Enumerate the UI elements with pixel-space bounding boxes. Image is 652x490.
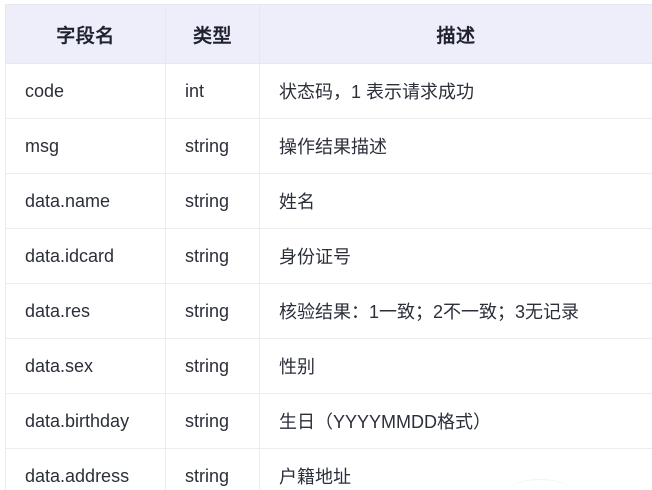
cell-field-type: string [165,393,260,449]
cell-field-type: string [165,283,260,339]
table-row: data.address string 户籍地址 [5,448,652,490]
cell-field-description: 姓名 [259,173,652,229]
cell-field-name: data.birthday [5,393,166,449]
cell-field-description: 身份证号 [259,228,652,284]
table-body: code int 状态码，1 表示请求成功 msg string 操作结果描述 … [5,63,652,490]
cell-field-name: data.sex [5,338,166,394]
cell-field-name: data.res [5,283,166,339]
cell-field-description: 核验结果：1一致；2不一致；3无记录 [259,283,652,339]
cell-field-description: 状态码，1 表示请求成功 [259,63,652,119]
column-header-type: 类型 [165,4,260,64]
cell-field-description: 性别 [259,338,652,394]
table-row: code int 状态码，1 表示请求成功 [5,63,652,119]
table-row: data.idcard string 身份证号 [5,228,652,284]
cell-field-description: 操作结果描述 [259,118,652,174]
cell-field-name: msg [5,118,166,174]
table-row: data.birthday string 生日（YYYYMMDD格式） [5,393,652,449]
cell-field-type: string [165,118,260,174]
column-header-description: 描述 [259,4,652,64]
cell-field-type: int [165,63,260,119]
table-header: 字段名 类型 描述 [5,4,652,64]
table-row: data.res string 核验结果：1一致；2不一致；3无记录 [5,283,652,339]
cell-field-name: data.idcard [5,228,166,284]
table-header-row: 字段名 类型 描述 [5,4,652,64]
cell-field-type: string [165,228,260,284]
table-row: msg string 操作结果描述 [5,118,652,174]
cell-field-name: data.name [5,173,166,229]
table-row: data.name string 姓名 [5,173,652,229]
cell-field-type: string [165,338,260,394]
cell-field-name: code [5,63,166,119]
cell-field-description: 生日（YYYYMMDD格式） [259,393,652,449]
column-header-field: 字段名 [5,4,166,64]
cell-field-name: data.address [5,448,166,490]
cell-field-description: 户籍地址 [259,448,652,490]
cell-field-type: string [165,173,260,229]
table-row: data.sex string 性别 [5,338,652,394]
cell-field-type: string [165,448,260,490]
api-response-field-table: 字段名 类型 描述 code int 状态码，1 表示请求成功 msg stri… [5,4,652,490]
